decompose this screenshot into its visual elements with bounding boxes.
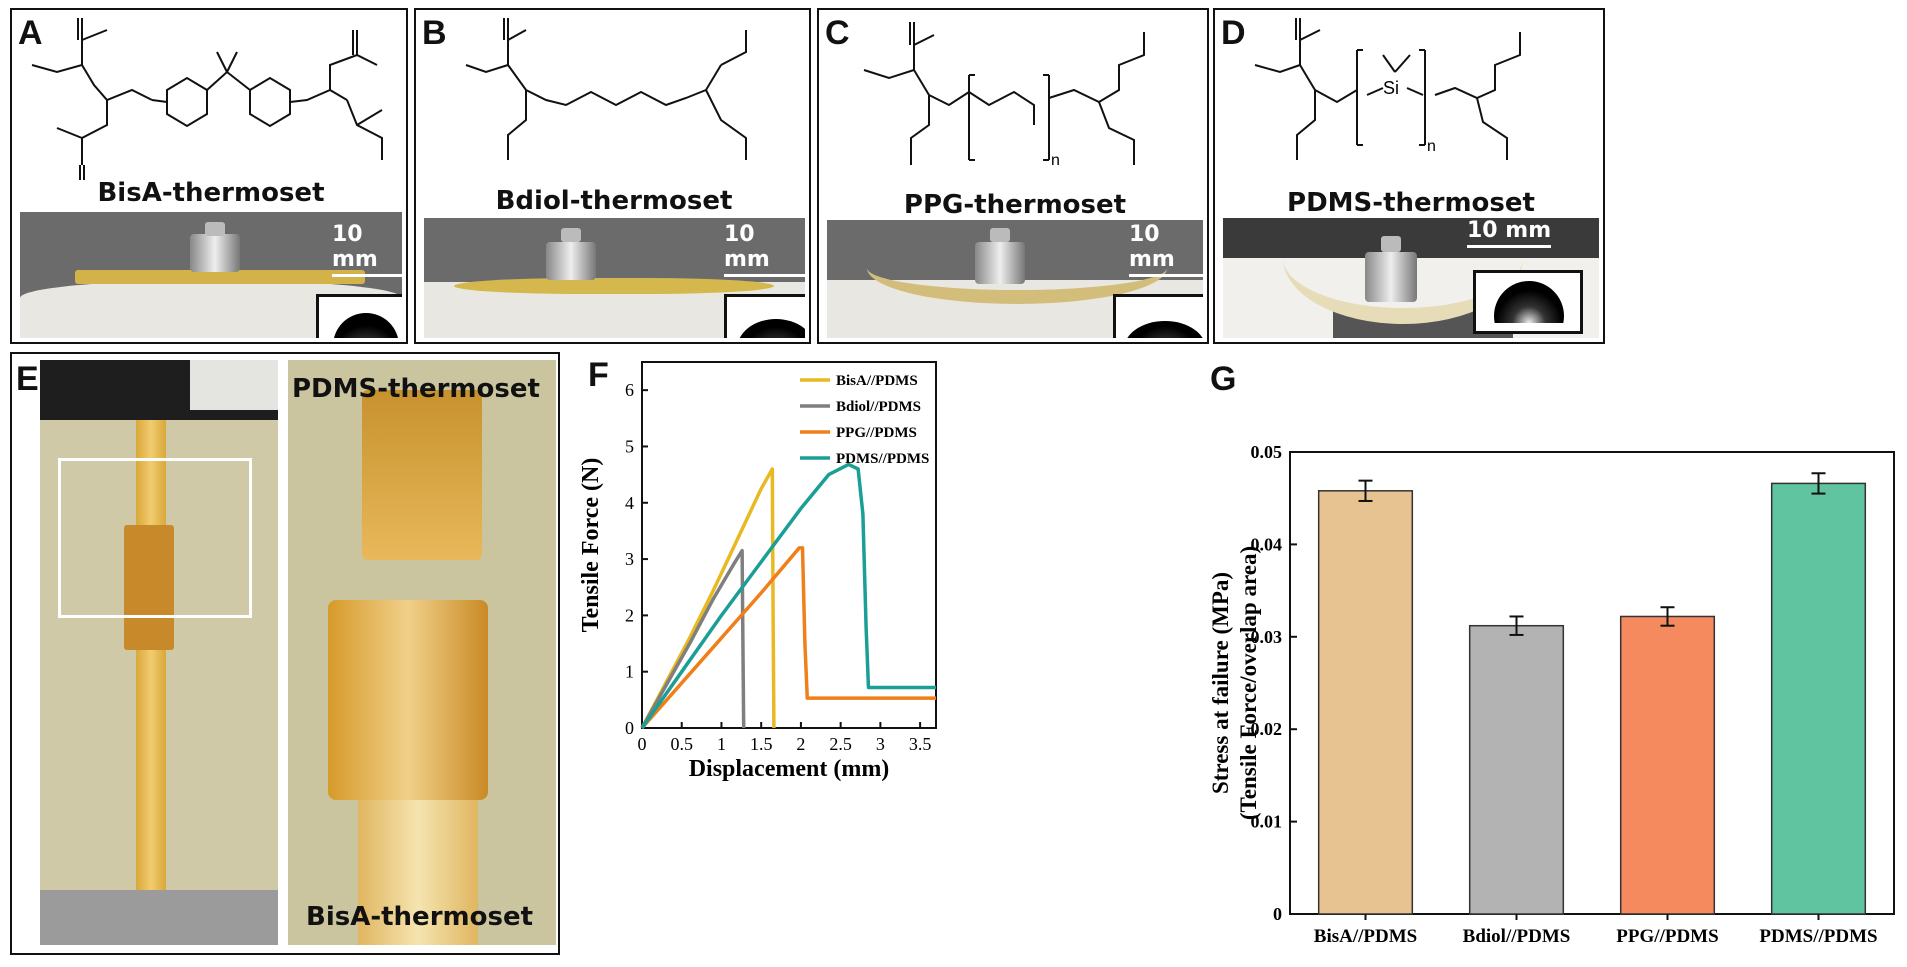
legend-label: Bdiol//PDMS: [836, 399, 921, 415]
panel-letter: F: [588, 356, 609, 394]
series-line: [640, 462, 936, 730]
structure-caption: Bdiol-thermoset: [495, 186, 733, 216]
y-tick-label: 6: [625, 380, 634, 400]
panel-letter: C: [825, 14, 850, 52]
sample-photo: 10 mm: [424, 218, 805, 338]
y-tick-label: 0.04: [1251, 534, 1283, 554]
bar: [1468, 624, 1565, 915]
plot-frame: [641, 361, 937, 729]
y-tick-label: 0: [625, 718, 634, 738]
scale-bar: 10 mm: [724, 222, 805, 277]
x-axis-label: Displacement (mm): [689, 756, 890, 782]
structure-bdiol: [465, 18, 747, 160]
panel-a: A BisA-thermoset 10 mm: [10, 8, 408, 344]
legend-label: PDMS//PDMS: [836, 451, 929, 467]
structure-pdms: [1254, 18, 1521, 160]
panel-b: B Bdiol-thermoset 10 mm: [414, 8, 811, 344]
structure-ppg: [863, 22, 1145, 165]
x-tick-label: 0: [638, 734, 647, 754]
silicon-atom: Si: [1383, 78, 1400, 98]
panel-letter: B: [422, 14, 447, 52]
y-axis-label: (Tensile Force/overlap area): [1236, 546, 1261, 820]
y-tick-label: 0.03: [1251, 627, 1283, 647]
series-line: [640, 548, 746, 729]
scale-label: 10 mm: [1129, 222, 1175, 272]
panel-letter: G: [1210, 360, 1237, 398]
sample-photo: 10 mm: [827, 220, 1203, 338]
y-tick-label: 1: [625, 662, 634, 682]
x-tick-label: Bdiol//PDMS: [1463, 926, 1571, 947]
series-line: [640, 467, 776, 729]
sample-photo: 10 mm: [1223, 218, 1599, 338]
x-tick-label: 3: [876, 734, 885, 754]
y-tick-label: 3: [625, 549, 634, 569]
panel-d: D Si n PDMS-thermoset 10 mm: [1213, 8, 1605, 344]
x-tick-label: 1: [717, 734, 726, 754]
bar: [1619, 615, 1716, 915]
y-axis-label: Tensile Force (N): [578, 458, 604, 633]
repeat-subscript: n: [1051, 152, 1060, 169]
panel-letter: E: [16, 360, 39, 398]
top-sample-label: PDMS-thermoset: [292, 374, 540, 404]
scale-bar: 10 mm: [1467, 218, 1552, 248]
x-tick-label: 3.5: [909, 734, 932, 754]
x-tick-label: 1.5: [750, 734, 773, 754]
legend-label: PPG//PDMS: [836, 425, 917, 441]
y-tick-label: 0: [1273, 904, 1282, 924]
y-tick-label: 0.02: [1251, 719, 1283, 739]
x-tick-label: BisA//PDMS: [1314, 926, 1417, 947]
structure-caption: PDMS-thermoset: [1287, 188, 1535, 218]
panel-e: E PDMS-thermoset BisA-thermoset: [10, 352, 560, 955]
bar: [1317, 490, 1414, 915]
zoom-photo: [288, 360, 556, 945]
structure-caption: PPG-thermoset: [903, 190, 1127, 220]
legend-label: BisA//PDMS: [836, 373, 918, 389]
contact-angle-inset: [1113, 294, 1203, 338]
contact-angle-inset: [316, 294, 402, 338]
x-tick-label: PDMS//PDMS: [1759, 926, 1877, 947]
x-tick-label: 2: [796, 734, 805, 754]
panel-letter: A: [18, 14, 43, 52]
structure-caption: BisA-thermoset: [97, 178, 325, 208]
series-line: [640, 546, 936, 730]
contact-angle-inset: [724, 294, 805, 338]
sample-photo: 10 mm: [20, 212, 402, 338]
y-tick-label: 5: [625, 436, 634, 456]
bottom-sample-label: BisA-thermoset: [306, 902, 534, 932]
y-tick-label: 0.01: [1251, 812, 1283, 832]
x-tick-label: PPG//PDMS: [1616, 926, 1718, 947]
bar: [1770, 482, 1867, 915]
y-tick-label: 2: [625, 605, 634, 625]
y-tick-label: 0.05: [1251, 442, 1283, 462]
y-tick-label: 4: [625, 493, 634, 513]
y-axis-label: Stress at failure (MPa): [1208, 572, 1233, 794]
scale-label: 10 mm: [332, 222, 378, 272]
contact-angle-inset: [1473, 270, 1583, 334]
panel-c: C n PPG-thermoset 10 mm: [817, 8, 1209, 344]
panel-letter: D: [1221, 14, 1246, 52]
repeat-subscript: n: [1427, 138, 1436, 155]
scale-label: 10 mm: [1467, 218, 1552, 243]
scale-label: 10 mm: [724, 222, 770, 272]
x-tick-label: 2.5: [829, 734, 852, 754]
plot-frame: [1289, 451, 1895, 915]
x-tick-label: 0.5: [670, 734, 693, 754]
scale-bar: 10 mm: [1129, 222, 1203, 277]
structure-bisa: [31, 18, 383, 180]
scale-bar: 10 mm: [332, 222, 402, 277]
tensile-test-photo: [40, 360, 278, 945]
